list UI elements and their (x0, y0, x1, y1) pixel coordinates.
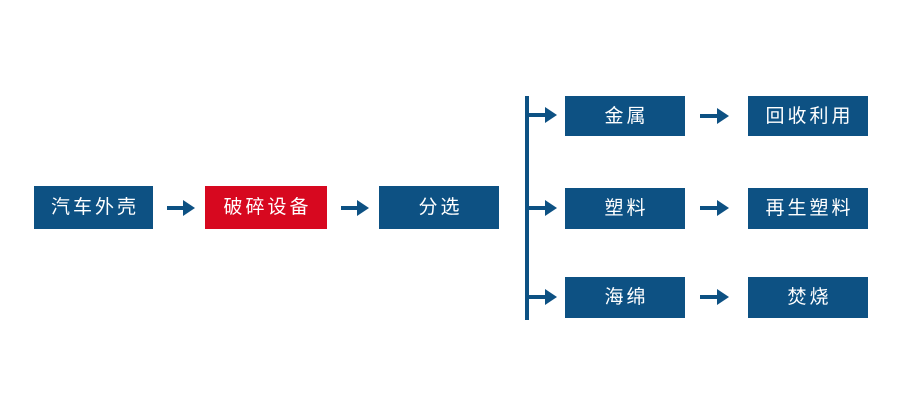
arrow-right-icon-main-1 (167, 197, 195, 219)
arrow-right-icon-row-3 (700, 286, 730, 308)
node-metal[interactable]: 金属 (565, 96, 685, 136)
arrow-right-icon-branch-1 (527, 104, 557, 126)
node-auto-shell[interactable]: 汽车外壳 (34, 186, 153, 229)
arrow-right-icon-row-1 (700, 105, 730, 127)
node-recycle-reuse[interactable]: 回收利用 (748, 96, 868, 136)
node-crushing-equipment[interactable]: 破碎设备 (205, 186, 327, 229)
node-incineration[interactable]: 焚烧 (748, 277, 868, 318)
arrow-right-icon-branch-2 (527, 197, 557, 219)
node-sorting[interactable]: 分选 (379, 186, 499, 229)
node-sponge[interactable]: 海绵 (565, 277, 685, 318)
arrow-right-icon-row-2 (700, 197, 730, 219)
arrow-right-icon-main-2 (341, 197, 369, 219)
node-recycled-plastic[interactable]: 再生塑料 (748, 188, 868, 229)
arrow-right-icon-branch-3 (527, 286, 557, 308)
node-plastic[interactable]: 塑料 (565, 188, 685, 229)
